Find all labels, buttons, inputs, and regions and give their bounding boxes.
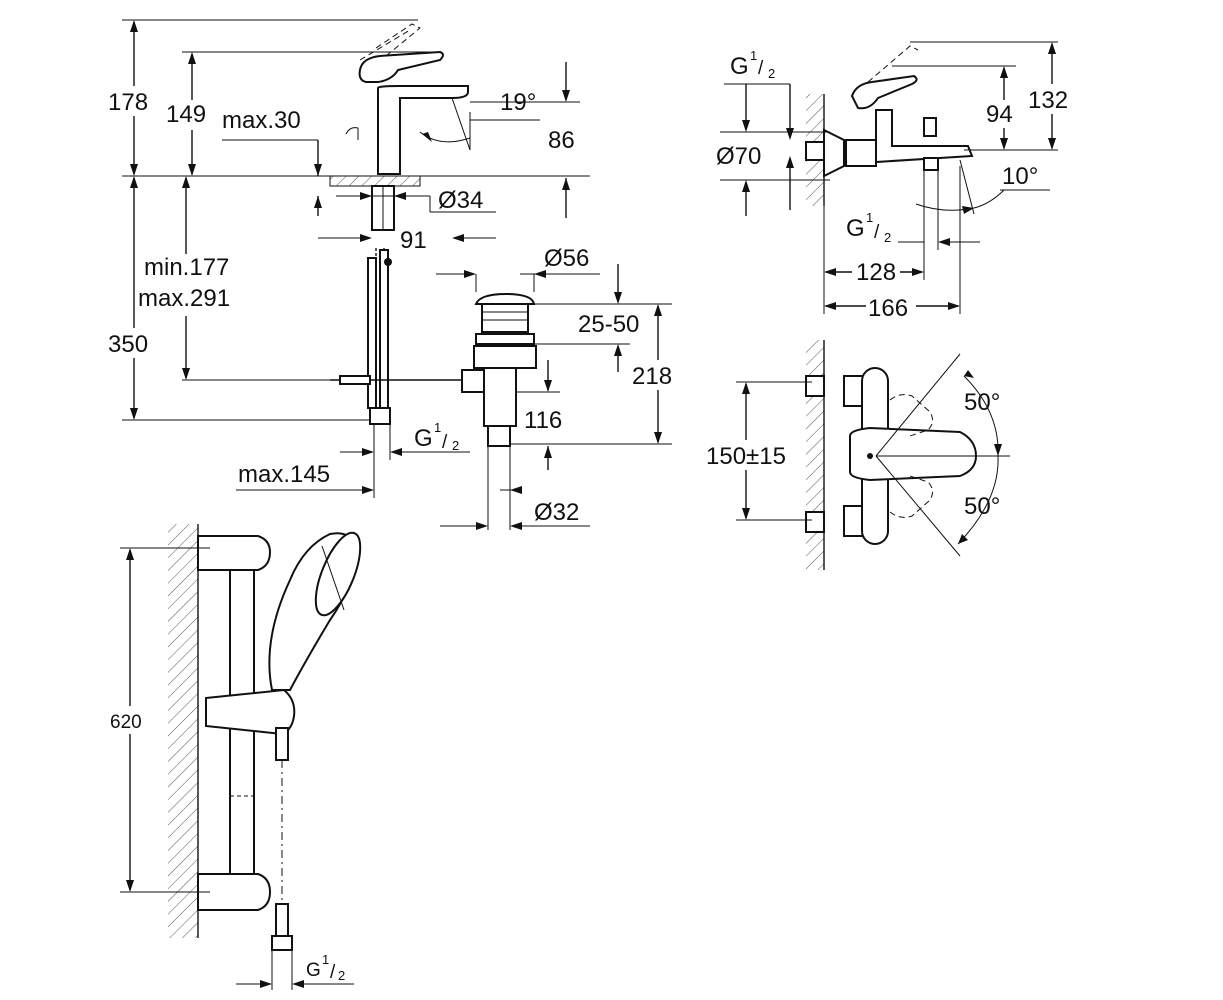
rail-connection-num: 1 <box>322 952 329 967</box>
bath-rosette: Ø70 <box>716 143 761 170</box>
bath-height-132: 132 <box>1028 87 1068 114</box>
rail-height-620: 620 <box>110 712 142 733</box>
basin-height-178: 178 <box>108 89 148 116</box>
basin-max-deck: max.30 <box>222 107 301 134</box>
rail-connection-den: 2 <box>338 968 345 983</box>
bath-outlet-g: G <box>846 215 865 242</box>
bath-width-128: 128 <box>856 259 896 286</box>
basin-min-hose: min.177 <box>144 254 229 281</box>
basin-offset-91: 91 <box>400 227 427 254</box>
waste-tail-116: 116 <box>524 407 562 434</box>
bath-outlet-num: 1 <box>866 210 873 225</box>
bath-connection-den: 2 <box>768 66 775 81</box>
basin-connection-den: 2 <box>452 438 459 453</box>
waste-outlet: Ø32 <box>534 499 579 526</box>
bath-connection-num: 1 <box>750 48 757 63</box>
waste-range: 25-50 <box>578 311 639 338</box>
bath-angle-up: 50° <box>964 389 1000 416</box>
basin-height-149: 149 <box>166 101 206 128</box>
rail-connection-slash: / <box>330 962 336 983</box>
bath-angle-10: 10° <box>1002 163 1038 190</box>
basin-hole-diameter: Ø34 <box>438 187 483 214</box>
bath-outlet-den: 2 <box>884 230 891 245</box>
bath-mixer-top-view: 150±15 50° 50° <box>704 340 1010 570</box>
basin-hose-350: 350 <box>108 331 148 358</box>
bath-height-94: 94 <box>986 101 1013 128</box>
bath-connection-slash: / <box>758 58 764 79</box>
bath-connection-g: G <box>730 53 749 80</box>
waste-total-218: 218 <box>632 363 672 390</box>
basin-max-hose: max.291 <box>138 285 230 312</box>
shower-rail-view: 620 G 1 / 2 <box>106 524 362 990</box>
bath-mixer-side-view: G 1 / 2 Ø70 132 94 <box>716 41 1080 322</box>
rail-connection-g: G <box>306 960 321 981</box>
basin-connection-slash: / <box>442 432 448 453</box>
basin-connection-num: 1 <box>434 420 441 435</box>
bath-angle-down: 50° <box>964 493 1000 520</box>
waste-view: Ø56 25-50 218 116 Ø32 <box>436 245 688 530</box>
bath-outlet-slash: / <box>874 222 880 243</box>
basin-mixer-view: 178 149 max.30 350 min.177 max.291 <box>106 19 590 498</box>
bath-centers: 150±15 <box>706 443 786 470</box>
basin-connection-g: G <box>414 425 433 452</box>
waste-plug-diameter: Ø56 <box>544 245 589 272</box>
basin-reach-86: 86 <box>548 127 575 154</box>
bath-width-166: 166 <box>868 295 908 322</box>
basin-max-reach: max.145 <box>238 461 330 488</box>
